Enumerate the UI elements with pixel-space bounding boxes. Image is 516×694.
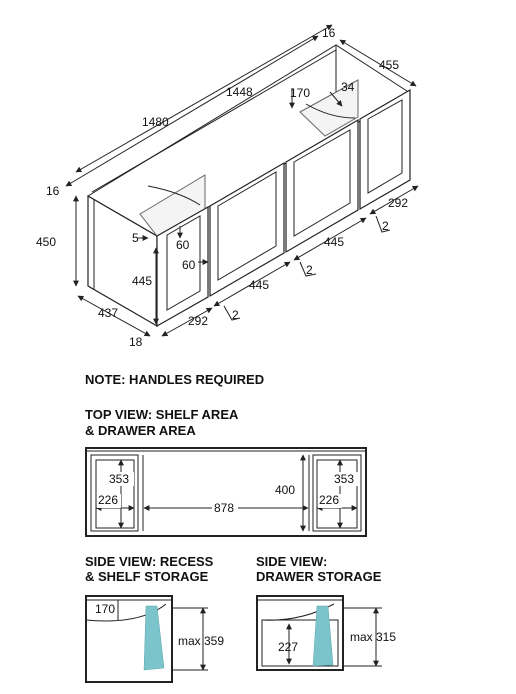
dim-60-a: 60 — [176, 238, 190, 252]
dim-353-left: 353 — [109, 472, 129, 486]
dim-226-right: 226 — [319, 493, 339, 507]
dim-2-right: 2 — [382, 219, 389, 233]
dim-170-iso: 170 — [290, 86, 310, 100]
top-view-title-2: & DRAWER AREA — [85, 423, 196, 438]
dim-292-right: 292 — [388, 196, 408, 210]
dim-878: 878 — [214, 501, 234, 515]
dim-5: 5 — [132, 231, 139, 245]
dim-437: 437 — [98, 306, 118, 320]
dim-60-b: 60 — [182, 258, 196, 272]
side-drawer-title-1: SIDE VIEW: — [256, 554, 327, 569]
water-pipe-right — [312, 605, 334, 667]
dim-170-side: 170 — [95, 602, 115, 616]
dim-353-right: 353 — [334, 472, 354, 486]
dim-max-315: max 315 — [350, 630, 396, 644]
top-view-plan — [85, 447, 367, 537]
dim-34: 34 — [341, 80, 355, 94]
side-drawer-title-2: DRAWER STORAGE — [256, 569, 382, 584]
dim-2-bottom: 2 — [232, 308, 239, 322]
dim-1448: 1448 — [226, 85, 253, 99]
note-text: NOTE: HANDLES REQUIRED — [85, 372, 264, 387]
dim-16-top: 16 — [322, 26, 336, 40]
side-drawer-drawing — [256, 595, 382, 671]
water-pipe-left — [143, 605, 165, 671]
dim-227: 227 — [278, 640, 298, 654]
dim-1480: 1480 — [142, 115, 169, 129]
side-recess-title-2: & SHELF STORAGE — [85, 569, 209, 584]
top-view-title-1: TOP VIEW: SHELF AREA — [85, 407, 239, 422]
dim-292-bottom: 292 — [188, 314, 208, 328]
dim-445-mid: 445 — [324, 235, 344, 249]
dim-445-bottom: 445 — [249, 278, 269, 292]
dim-400: 400 — [275, 483, 295, 497]
dim-16-left: 16 — [46, 184, 60, 198]
iso-dimension-lines — [65, 24, 419, 337]
dim-455: 455 — [379, 58, 399, 72]
dim-450: 450 — [36, 235, 56, 249]
side-recess-title-1: SIDE VIEW: RECESS — [85, 554, 214, 569]
side-recess-drawing — [85, 595, 208, 683]
dim-max-359: max 359 — [178, 634, 224, 648]
dim-445-left: 445 — [132, 274, 152, 288]
dim-2-mid: 2 — [306, 263, 313, 277]
dim-226-left: 226 — [98, 493, 118, 507]
dim-18: 18 — [129, 335, 143, 349]
